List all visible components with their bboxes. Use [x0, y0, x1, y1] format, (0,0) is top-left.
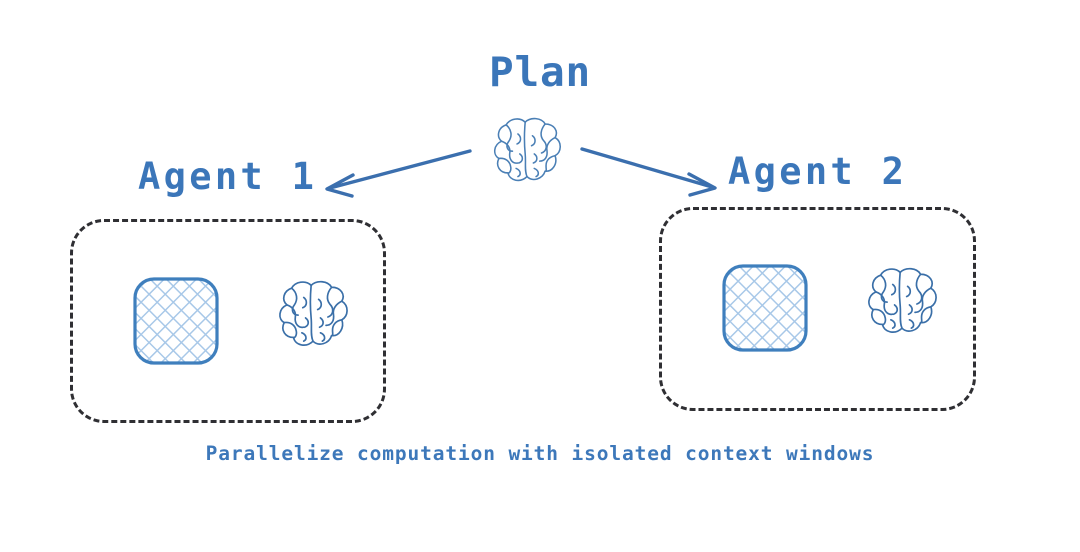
agent-1-context-window-icon — [133, 277, 219, 365]
agent-2-label: Agent 2 — [728, 150, 908, 193]
plan-brain-icon — [481, 114, 573, 192]
caption-text: Parallelize computation with isolated co… — [205, 442, 875, 465]
agent-1-box — [70, 219, 386, 423]
agent-2-brain-icon — [855, 264, 949, 344]
agent-1-label: Agent 1 — [138, 155, 318, 198]
agent-2-context-window-icon — [722, 264, 808, 352]
agent-2-box — [659, 207, 976, 411]
arrow-to-agent-2-icon — [580, 147, 717, 197]
agent-1-brain-icon — [266, 277, 360, 357]
page-title: Plan — [488, 48, 592, 96]
arrow-to-agent-1-icon — [325, 149, 472, 198]
